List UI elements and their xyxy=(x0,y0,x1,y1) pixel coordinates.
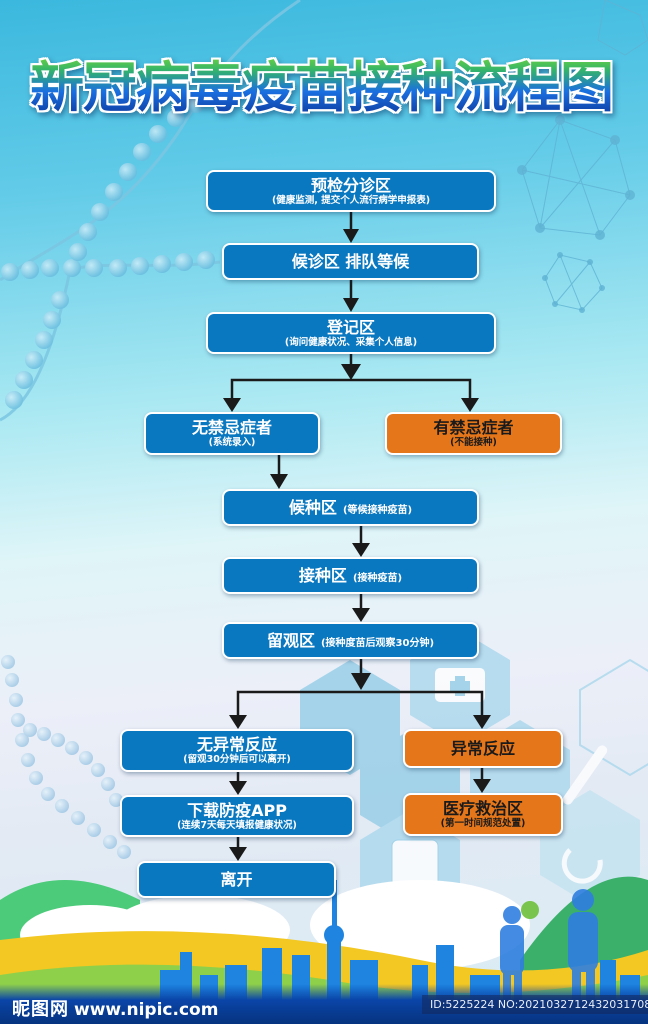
step-registration: 登记区 (询问健康状况、采集个人信息) xyxy=(206,312,496,354)
page-title: 新冠病毒疫苗接种流程图 xyxy=(30,52,648,124)
step-note: (第一时间规范处置) xyxy=(440,818,526,829)
step-observation: 留观区 (接种度苗后观察30分钟) xyxy=(222,622,479,659)
step-label: 登记区 xyxy=(326,317,375,337)
step-waiting: 候诊区 排队等候 xyxy=(222,243,479,280)
step-label: 医疗救治区 xyxy=(442,799,523,818)
step-triage: 预检分诊区 (健康监测, 提交个人流行病学申报表) xyxy=(206,170,496,212)
arrowhead xyxy=(351,673,371,690)
step-label: 下载防疫APP xyxy=(187,800,287,820)
branch-registration xyxy=(230,378,472,400)
arrowhead xyxy=(229,715,247,729)
arrowhead xyxy=(343,229,359,243)
step-label: 候诊区 排队等候 xyxy=(291,252,410,271)
step-label: 离开 xyxy=(220,870,253,889)
step-label: 无异常反应 xyxy=(196,735,277,754)
step-label: 无禁忌症者 xyxy=(191,418,272,437)
step-download-app: 下载防疫APP (连续7天每天填报健康状况) xyxy=(120,795,354,837)
dna-helix-bottom-icon xyxy=(1,655,131,859)
dna-helix-top-icon xyxy=(0,0,301,422)
step-note: (系统录入) xyxy=(208,437,256,448)
arrowhead xyxy=(229,847,247,861)
step-label: 预检分诊区 xyxy=(310,175,391,195)
step-label: 有禁忌症者 xyxy=(433,418,514,437)
image-id-tag: ID:5225224 NO:20210327124320317082 xyxy=(422,995,648,1014)
site-url: www.nipic.com xyxy=(74,1000,219,1020)
step-label: 候种区 xyxy=(288,498,337,517)
step-note: (接种疫苗) xyxy=(352,573,403,584)
step-label: 接种区 xyxy=(298,566,347,585)
logo-text: 昵图网 xyxy=(12,999,69,1020)
arrowhead xyxy=(341,364,361,380)
step-label: 留观区 xyxy=(266,631,315,650)
step-vaccination: 接种区 (接种疫苗) xyxy=(222,557,479,594)
step-pre-vaccination: 候种区 (等候接种疫苗) xyxy=(222,489,479,526)
step-has-contraindication: 有禁忌症者 (不能接种) xyxy=(385,412,562,455)
arrowhead xyxy=(352,543,370,557)
arrowhead xyxy=(270,474,288,489)
step-note: (不能接种) xyxy=(450,437,497,448)
branch-observation xyxy=(236,690,484,717)
step-treatment: 医疗救治区 (第一时间规范处置) xyxy=(403,793,563,836)
step-note: (连续7天每天填报健康状况) xyxy=(177,819,297,831)
step-note: (健康监测, 提交个人流行病学申报表) xyxy=(271,194,431,206)
arrowhead xyxy=(473,715,491,729)
arrowhead xyxy=(223,398,241,412)
step-reaction: 异常反应 xyxy=(403,729,563,768)
arrowhead xyxy=(343,298,359,312)
step-note: (等候接种疫苗) xyxy=(342,505,413,516)
step-label: 异常反应 xyxy=(450,739,515,758)
step-no-contraindication: 无禁忌症者 (系统录入) xyxy=(144,412,320,455)
arrowhead xyxy=(473,779,491,793)
arrowhead xyxy=(229,781,247,795)
step-note: (询问健康状况、采集个人信息) xyxy=(284,336,418,348)
step-note: (接种度苗后观察30分钟) xyxy=(320,638,435,649)
step-leave: 离开 xyxy=(137,861,336,898)
step-note: (留观30分钟后可以离开) xyxy=(183,754,291,765)
step-no-reaction: 无异常反应 (留观30分钟后可以离开) xyxy=(120,729,354,772)
arrowhead xyxy=(461,398,479,412)
arrowhead xyxy=(352,608,370,622)
